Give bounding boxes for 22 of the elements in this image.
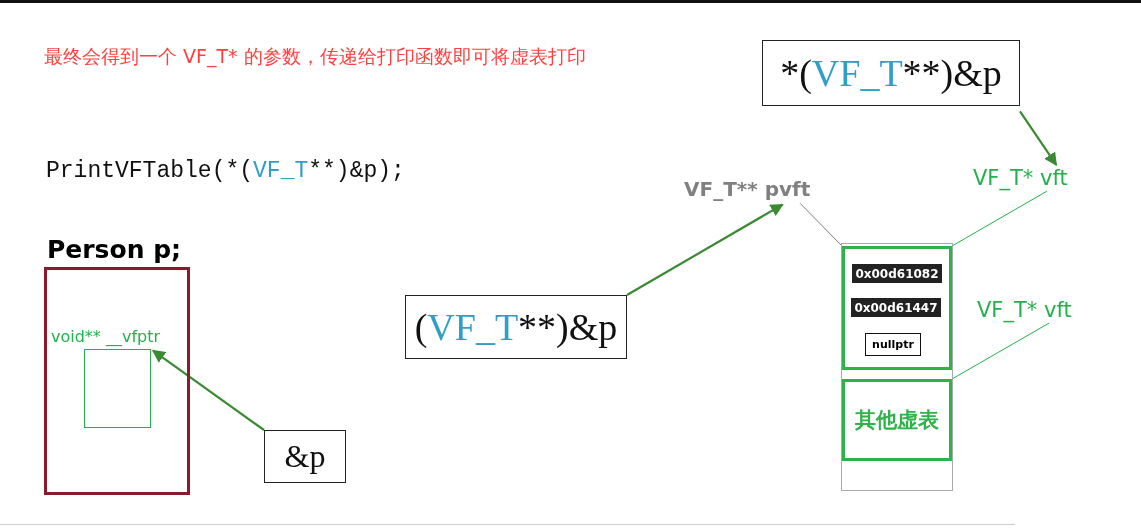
slot-label: void** __vfptr <box>51 327 161 346</box>
address-entry: 0x00d61447 <box>851 298 941 317</box>
code-line: PrintVFTable(*(VF_T**)&p); <box>46 158 405 184</box>
expression-box: *(VF_T**)&p <box>762 40 1020 106</box>
arrow <box>151 349 265 431</box>
arrow <box>626 203 784 296</box>
variable-label: VF_T* vft <box>977 298 1072 322</box>
arrow <box>1019 110 1058 166</box>
nullptr-entry: nullptr <box>865 333 921 356</box>
leader-line <box>951 322 1050 380</box>
variable-label: VF_T* vft <box>973 166 1068 190</box>
leader-line <box>951 190 1048 247</box>
leader-line <box>799 202 843 247</box>
memory-column <box>841 243 953 491</box>
vtable-box: 其他虚表 <box>842 379 952 461</box>
note-text: 最终会得到一个 VF_T* 的参数，传递给打印函数即可将虚表打印 <box>44 44 586 70</box>
expression-box: (VF_T**)&p <box>405 295 627 359</box>
variable-label: VF_T** pvft <box>684 177 811 201</box>
vtable-box <box>842 246 952 370</box>
address-entry: 0x00d61082 <box>852 264 942 283</box>
expression-box: &p <box>264 430 346 483</box>
object-heading: Person p; <box>47 235 182 264</box>
